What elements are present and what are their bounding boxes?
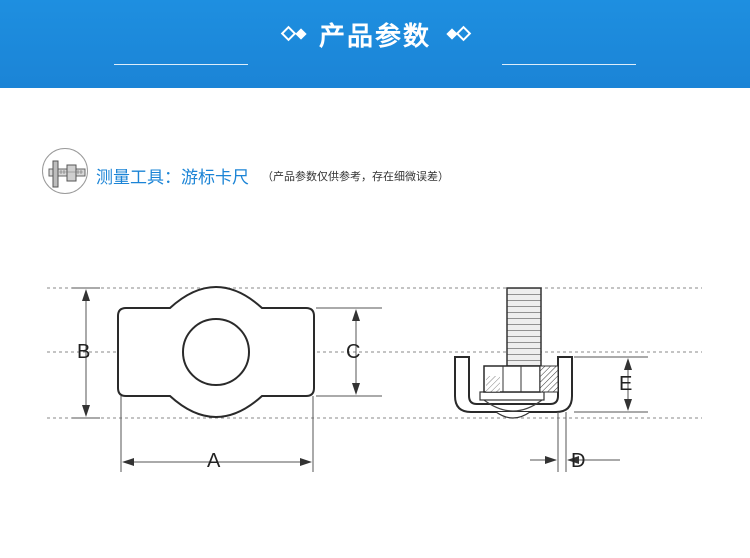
measuring-tool-note: （产品参数仅供参考，存在细微误差）	[262, 170, 449, 183]
clip-front-view	[117, 286, 315, 418]
header-banner: 产品参数	[0, 0, 750, 88]
dimension-label-c: C	[346, 341, 361, 363]
dimension-label-d: D	[571, 450, 586, 472]
dimension-a	[120, 396, 314, 472]
bolt-thread	[506, 287, 542, 367]
header-divider-left	[114, 64, 248, 65]
caliper-icon	[42, 148, 88, 194]
dimension-b	[72, 287, 100, 419]
clip-center-hole	[182, 318, 250, 386]
washer-plate	[479, 391, 545, 401]
dimension-d	[530, 412, 620, 472]
measuring-tool-label: 测量工具：游标卡尺	[96, 168, 249, 188]
dimension-label-e: E	[619, 373, 633, 395]
dimension-c	[316, 307, 382, 397]
nut-hatched-section	[539, 365, 559, 393]
nut-base-curve	[495, 411, 531, 419]
saddle-inner-rim	[483, 399, 543, 412]
dimension-e	[574, 356, 648, 413]
dimension-label-b: B	[77, 341, 91, 363]
saddle-outer	[454, 356, 573, 413]
page-title: 产品参数	[318, 22, 431, 52]
header-divider-right	[502, 64, 636, 65]
dimension-label-a: A	[207, 450, 221, 472]
clip-side-view	[454, 287, 573, 419]
